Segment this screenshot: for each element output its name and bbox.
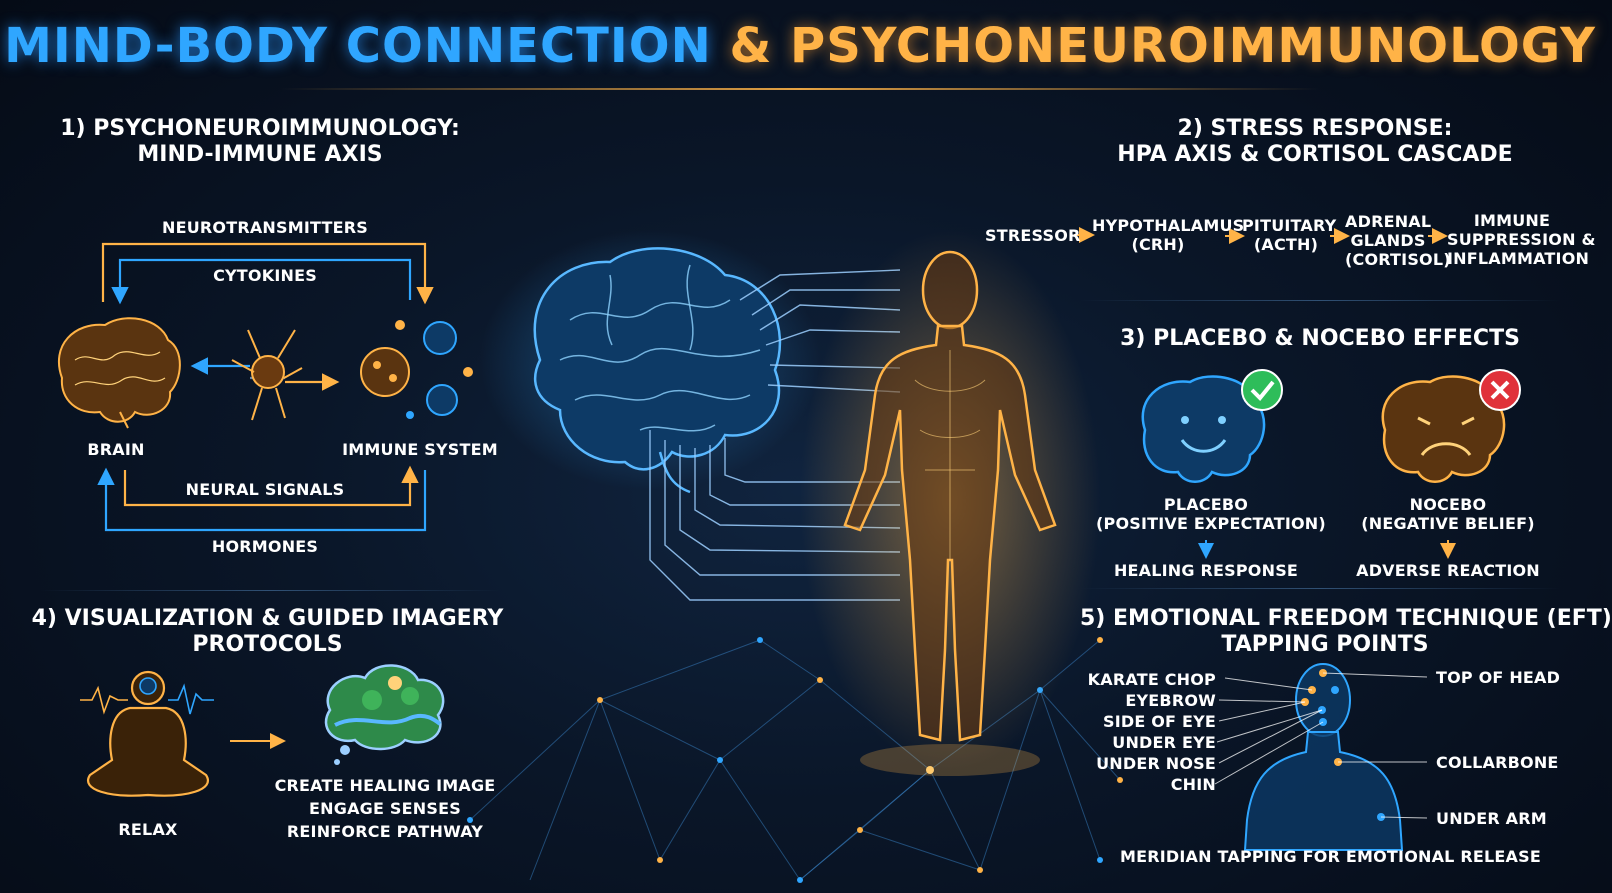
s1-heading: 1) PSYCHONEUROIMMUNOLOGY: MIND-IMMUNE AX… [30, 116, 490, 168]
cascade-step-line: (ACTH) [1253, 235, 1319, 254]
s2-heading-line-1: 2) STRESS RESPONSE: [1177, 116, 1453, 141]
eft-point-chin: CHIN [1170, 775, 1216, 794]
cascade-step-line: IMMUNE [1473, 211, 1551, 230]
placebo-title: PLACEBO [1163, 495, 1249, 514]
cascade-step-immune-suppression: IMMUNE SUPPRESSION & INFLAMMATION [1447, 211, 1596, 268]
immune-system-label: IMMUNE SYSTEM [342, 440, 498, 459]
nocebo-sad-brain-icon [1381, 375, 1506, 483]
cascade-step-line: (CORTISOL) [1345, 250, 1451, 269]
eft-point-eyebrow: EYEBROW [1125, 691, 1216, 710]
adverse-reaction-label: ADVERSE REACTION [1356, 561, 1540, 580]
cascade-step-adrenal-glands: ADRENAL GLANDS (CORTISOL) [1345, 212, 1451, 269]
imagery-step: CREATE HEALING IMAGE [274, 776, 496, 795]
s4-heading-line-1: 4) VISUALIZATION & GUIDED IMAGERY [31, 606, 504, 631]
neurotransmitters-label: NEUROTRANSMITTERS [161, 218, 368, 237]
cascade-step-line: ADRENAL [1345, 212, 1432, 231]
title-part-2: & PSYCHONEUROIMMUNOLOGY [729, 18, 1596, 74]
neural-signals-label: NEURAL SIGNALS [185, 480, 345, 499]
cascade-step-pituitary: PITUITARY (ACTH) [1242, 216, 1337, 254]
title-divider [280, 88, 1320, 90]
eft-point-under-arm: UNDER ARM [1436, 809, 1547, 828]
s1-brain-icon [57, 317, 181, 429]
s1-heading-line-2: MIND-IMMUNE AXIS [137, 142, 383, 167]
section-divider [1080, 588, 1560, 589]
cascade-step-line: INFLAMMATION [1447, 249, 1590, 268]
healing-response-label: HEALING RESPONSE [1113, 561, 1299, 580]
s2-heading: 2) STRESS RESPONSE: HPA AXIS & CORTISOL … [1080, 116, 1550, 168]
nocebo-title: NOCEBO [1409, 495, 1487, 514]
eft-point-side-of-eye: SIDE OF EYE [1102, 712, 1216, 731]
cascade-step-line: GLANDS [1350, 231, 1426, 250]
section-divider [1080, 300, 1560, 301]
cascade-step-hypothalamus: HYPOTHALAMUS (CRH) [1092, 216, 1245, 254]
title-part-1: MIND-BODY CONNECTION [4, 18, 712, 74]
hormones-label: HORMONES [211, 537, 319, 556]
cascade-step-line: (CRH) [1131, 235, 1185, 254]
eft-leader-lines [1214, 672, 1428, 819]
s1-neuron-icon [231, 329, 303, 421]
x-icon [1479, 369, 1521, 411]
cascade-step-line: SUPPRESSION & [1447, 230, 1596, 249]
relax-label: RELAX [118, 820, 178, 839]
s4-heading-line-2: PROTOCOLS [192, 632, 343, 657]
s5-heading-line-1: 5) EMOTIONAL FREEDOM TECHNIQUE (EFT) [1080, 606, 1612, 631]
s3-heading: 3) PLACEBO & NOCEBO EFFECTS [1120, 326, 1520, 351]
s1-heading-line-1: 1) PSYCHONEUROIMMUNOLOGY: [60, 116, 460, 141]
s1-loop-arrows [97, 242, 434, 532]
eft-point-under-eye: UNDER EYE [1112, 733, 1216, 752]
s5-heading-line-2: TAPPING POINTS [1221, 632, 1429, 657]
placebo-subtitle: (POSITIVE EXPECTATION) [1096, 514, 1326, 533]
brain-label: BRAIN [87, 440, 145, 459]
healing-image-thought-cloud-icon [324, 664, 445, 765]
cascade-step-line: HYPOTHALAMUS [1092, 216, 1245, 235]
eft-footer: MERIDIAN TAPPING FOR EMOTIONAL RELEASE [1120, 847, 1541, 866]
eft-figure-illustration [1243, 663, 1404, 851]
imagery-steps: CREATE HEALING IMAGE ENGAGE SENSES REINF… [270, 774, 500, 843]
section-divider [40, 590, 500, 591]
cytokines-label: CYTOKINES [213, 266, 317, 285]
eft-point-top-of-head: TOP OF HEAD [1436, 668, 1561, 687]
cascade-step-line: PITUITARY [1242, 216, 1337, 235]
s4-heading: 4) VISUALIZATION & GUIDED IMAGERY PROTOC… [20, 606, 515, 658]
s2-cascade-arrows [1074, 227, 1448, 244]
nocebo-subtitle: (NEGATIVE BELIEF) [1361, 514, 1535, 533]
cascade-step-stressor: STRESSOR [985, 226, 1081, 245]
s3-down-arrows [1198, 540, 1456, 559]
cascade-step-line: STRESSOR [985, 226, 1081, 245]
placebo-label: PLACEBO (POSITIVE EXPECTATION) [1096, 495, 1326, 533]
meditation-figure-icon [87, 670, 209, 797]
central-brain-illustration [533, 247, 782, 494]
nocebo-label: NOCEBO (NEGATIVE BELIEF) [1348, 495, 1548, 533]
s1-immune-cells-icon [360, 320, 473, 419]
imagery-step: ENGAGE SENSES [309, 799, 461, 818]
eft-point-under-nose: UNDER NOSE [1096, 754, 1216, 773]
imagery-step: REINFORCE PATHWAY [286, 822, 484, 841]
eft-left-points: KARATE CHOP EYEBROW SIDE OF EYE UNDER EY… [1070, 669, 1216, 795]
placebo-smiling-brain-icon [1141, 375, 1266, 483]
s5-heading: 5) EMOTIONAL FREEDOM TECHNIQUE (EFT) TAP… [1080, 606, 1612, 658]
page-title: MIND-BODY CONNECTION & PSYCHONEUROIMMUNO… [0, 18, 1600, 74]
eft-point-karate-chop: KARATE CHOP [1087, 670, 1216, 689]
check-icon [1241, 369, 1283, 411]
eft-point-collarbone: COLLARBONE [1436, 753, 1559, 772]
s2-heading-line-2: HPA AXIS & CORTISOL CASCADE [1117, 142, 1513, 167]
